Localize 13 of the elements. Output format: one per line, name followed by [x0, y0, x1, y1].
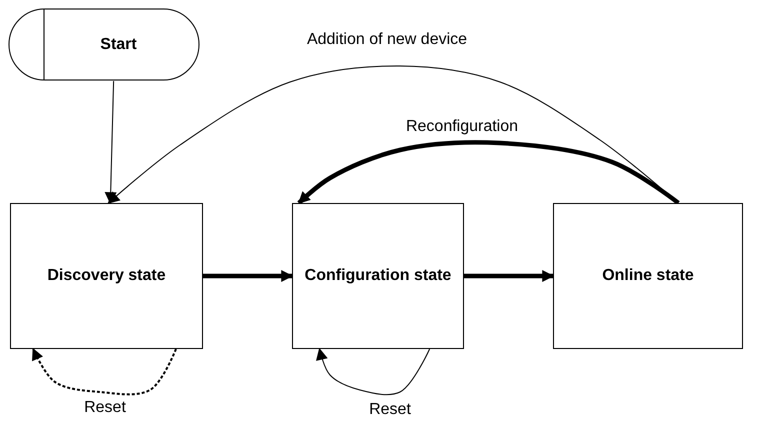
state-name: Configuration state	[304, 266, 452, 286]
arrow	[32, 348, 177, 396]
arrow	[464, 270, 554, 282]
arrow	[203, 270, 294, 282]
arrow	[297, 140, 680, 205]
start-terminal	[8, 8, 200, 81]
state-box	[10, 203, 203, 349]
state-box	[553, 203, 743, 349]
state-box	[292, 203, 464, 349]
state-name: Discovery state	[47, 266, 166, 286]
state-name: Start	[100, 34, 137, 54]
state-name: Online state	[602, 266, 694, 286]
arrow	[316, 348, 430, 396]
